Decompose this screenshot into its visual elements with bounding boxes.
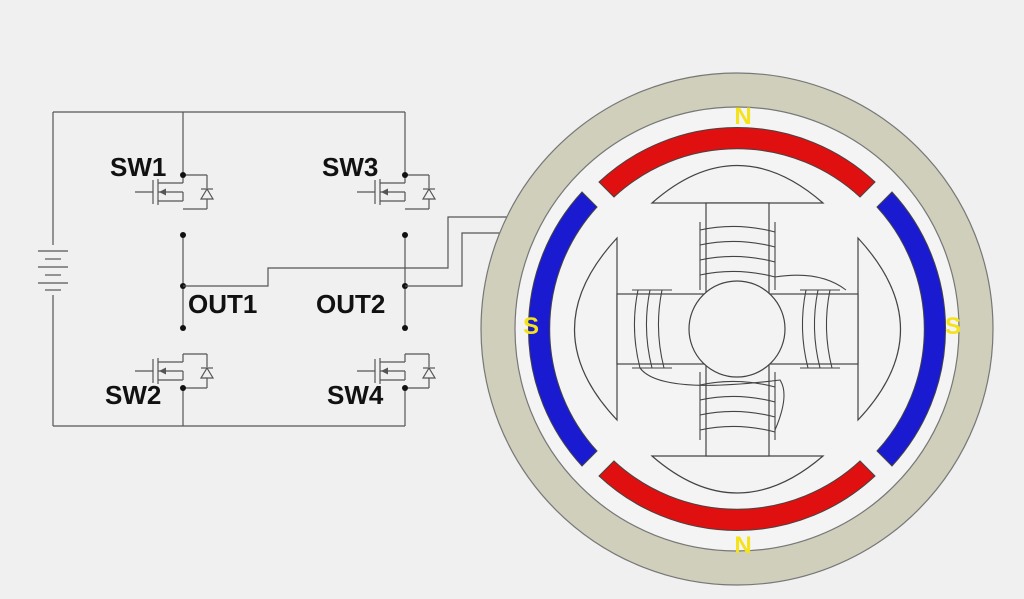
sw1-label: SW1 (110, 152, 166, 182)
south-pole-label: S (523, 313, 539, 340)
south-magnet-left (527, 191, 598, 467)
sw2-label: SW2 (105, 380, 161, 410)
junction-dot (180, 232, 186, 238)
rotor-shaft (688, 280, 786, 378)
north-magnet-bottom (598, 460, 876, 531)
coil-right (800, 289, 840, 369)
junction-dot (180, 325, 186, 331)
north-pole-label: N (734, 532, 751, 559)
north-magnet-top (598, 127, 876, 198)
h-bridge-circuit: SW1 SW3 OUT1 OUT2 SW2 SW4 (38, 111, 704, 427)
sw4-label: SW4 (327, 380, 384, 410)
junction-dot (402, 232, 408, 238)
junction-dot (402, 385, 408, 391)
coil-top (699, 222, 776, 290)
coil-connection (774, 274, 847, 291)
north-pole-label: N (734, 103, 751, 130)
battery-symbol (38, 250, 68, 291)
south-pole-label: S (945, 313, 961, 340)
sw3-label: SW3 (322, 152, 378, 182)
motor: N N S S (480, 72, 994, 586)
out1-label: OUT1 (188, 289, 257, 319)
out2-label: OUT2 (316, 289, 385, 319)
junction-dot (402, 172, 408, 178)
junction-dot (180, 172, 186, 178)
junction-dot (402, 325, 408, 331)
south-magnet-right (876, 191, 947, 467)
junction-dot (180, 385, 186, 391)
coil-connection (639, 367, 785, 431)
coil-left (632, 289, 672, 369)
